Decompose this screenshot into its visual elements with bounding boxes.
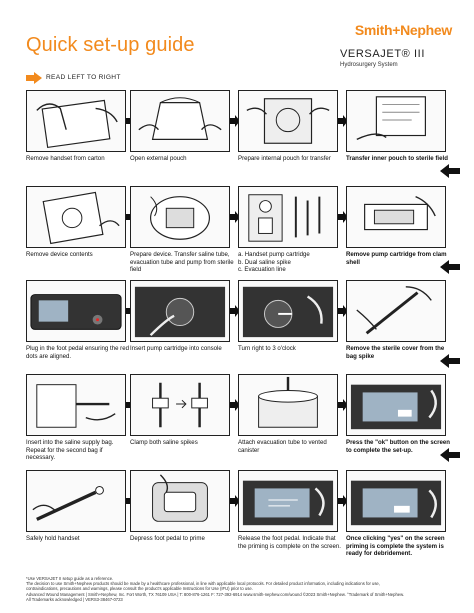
step-caption: Transfer inner pouch to sterile field: [346, 155, 448, 162]
flow-arrow-icon: [230, 115, 240, 127]
step-illustration: [130, 280, 230, 342]
step-caption: Press the "ok" button on the screen to c…: [346, 439, 450, 454]
step-caption: a. Handset pump cartridge b. Dual saline…: [238, 251, 310, 274]
read-direction-label: READ LEFT TO RIGHT: [46, 74, 121, 81]
step-caption: Once clicking "yes" on the screen primin…: [346, 535, 445, 558]
flow-arrow-icon: [230, 305, 240, 317]
next-row-arrow-icon: [440, 448, 460, 462]
step-caption: Remove the sterile cover from the bag sp…: [346, 345, 445, 360]
arrow-right-icon: [26, 72, 42, 84]
step-caption: Insert into the saline supply bag. Repea…: [26, 439, 114, 462]
step-illustration: [238, 470, 338, 532]
product-subtitle: Hydrosurgery System: [340, 62, 398, 68]
step-caption: Safely hold handset: [26, 535, 80, 542]
step-illustration: [26, 90, 126, 152]
flow-arrow-icon: [338, 211, 348, 223]
flow-arrow-icon: [338, 495, 348, 507]
step-illustration: [346, 90, 446, 152]
step-caption: Attach evacuation tube to vented caniste…: [238, 439, 327, 454]
step-caption: Remove pump cartridge from clam shell: [346, 251, 447, 266]
step-illustration: [346, 470, 446, 532]
brand-logo: Smith+Nephew: [354, 22, 452, 38]
step-illustration: [238, 374, 338, 436]
footer-note-3: contraindications, precautions and warni…: [26, 586, 253, 591]
step-illustration: [346, 186, 446, 248]
step-illustration: [130, 470, 230, 532]
step-caption: Release the foot pedal. Indicate that th…: [238, 535, 341, 550]
footer-note-1: *Use VERSAJET II setup guide as a refere…: [26, 576, 114, 581]
flow-arrow-icon: [338, 115, 348, 127]
step-caption: Clamp both saline spikes: [130, 439, 198, 446]
step-illustration: [346, 374, 446, 436]
flow-arrow-icon: [230, 399, 240, 411]
step-caption: Prepare internal pouch for transfer: [238, 155, 331, 162]
step-caption: Remove device contents: [26, 251, 93, 258]
page-title: Quick set-up guide: [26, 34, 195, 56]
footer-note-4: Advanced Wound Management | Smith+Nephew…: [26, 592, 405, 597]
next-row-arrow-icon: [440, 164, 460, 178]
step-illustration: [26, 280, 126, 342]
product-name: VERSAJET® III: [340, 48, 425, 60]
flow-arrow-icon: [338, 305, 348, 317]
step-caption: Open external pouch: [130, 155, 187, 162]
step-illustration: [130, 374, 230, 436]
footer-note-5: All Trademarks acknowledged | VERS3-3846…: [26, 597, 123, 602]
step-caption: Plug in the foot pedal ensuring the red …: [26, 345, 129, 360]
step-caption: Remove handset from carton: [26, 155, 105, 162]
next-row-arrow-icon: [440, 260, 460, 274]
step-illustration: [238, 186, 338, 248]
step-illustration: [26, 374, 126, 436]
step-caption: Turn right to 3 o'clock: [238, 345, 296, 352]
flow-arrow-icon: [230, 495, 240, 507]
next-row-arrow-icon: [440, 354, 460, 368]
step-illustration: [130, 90, 230, 152]
step-caption: Depress foot pedal to prime: [130, 535, 205, 542]
flow-arrow-icon: [230, 211, 240, 223]
step-caption: Prepare device. Transfer saline tube, ev…: [130, 251, 234, 274]
step-illustration: [26, 186, 126, 248]
step-illustration: [238, 90, 338, 152]
step-illustration: [346, 280, 446, 342]
footer-note-2: The decision to use Smith+Nephew product…: [26, 581, 380, 586]
step-caption: Insert pump cartridge into console: [130, 345, 222, 352]
step-illustration: [238, 280, 338, 342]
step-illustration: [130, 186, 230, 248]
flow-arrow-icon: [338, 399, 348, 411]
step-illustration: [26, 470, 126, 532]
